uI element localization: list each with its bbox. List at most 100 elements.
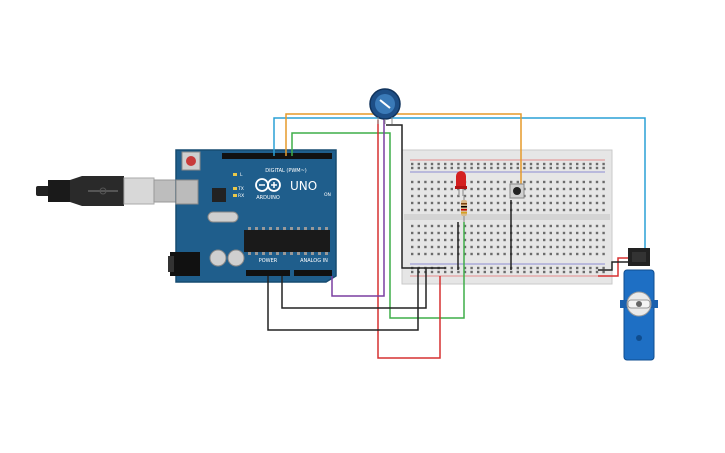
breadboard-hole[interactable]: [595, 238, 599, 242]
breadboard-hole[interactable]: [457, 194, 460, 198]
breadboard-hole[interactable]: [562, 245, 566, 249]
breadboard-hole[interactable]: [523, 252, 526, 256]
breadboard-hole[interactable]: [536, 231, 539, 235]
breadboard-hole[interactable]: [576, 245, 579, 249]
breadboard-hole[interactable]: [523, 270, 526, 274]
breadboard-hole[interactable]: [536, 245, 539, 249]
breadboard-hole[interactable]: [444, 194, 447, 198]
breadboard-hole[interactable]: [463, 266, 467, 270]
breadboard-hole[interactable]: [556, 224, 559, 228]
breadboard-hole[interactable]: [562, 266, 566, 270]
breadboard-hole[interactable]: [529, 252, 533, 256]
breadboard-hole[interactable]: [457, 201, 460, 205]
breadboard-hole[interactable]: [411, 201, 414, 205]
breadboard-hole[interactable]: [470, 245, 473, 249]
breadboard-hole[interactable]: [490, 187, 493, 191]
breadboard-hole[interactable]: [503, 245, 506, 249]
breadboard-hole[interactable]: [569, 166, 572, 170]
breadboard-hole[interactable]: [470, 187, 473, 191]
breadboard-hole[interactable]: [576, 194, 579, 198]
breadboard-hole[interactable]: [536, 224, 539, 228]
breadboard-hole[interactable]: [595, 270, 599, 274]
breadboard-hole[interactable]: [430, 194, 434, 198]
breadboard-hole[interactable]: [582, 231, 585, 235]
breadboard-hole[interactable]: [602, 201, 605, 205]
breadboard-hole[interactable]: [529, 180, 533, 184]
breadboard-hole[interactable]: [516, 166, 519, 170]
breadboard-hole[interactable]: [516, 238, 519, 242]
breadboard-hole[interactable]: [562, 166, 566, 170]
breadboard-hole[interactable]: [424, 252, 427, 256]
breadboard-hole[interactable]: [417, 270, 420, 274]
breadboard-hole[interactable]: [523, 201, 526, 205]
breadboard-hole[interactable]: [536, 201, 539, 205]
breadboard-hole[interactable]: [562, 201, 566, 205]
breadboard-hole[interactable]: [417, 194, 420, 198]
breadboard-hole[interactable]: [529, 194, 533, 198]
breadboard-hole[interactable]: [556, 180, 559, 184]
breadboard-hole[interactable]: [437, 208, 440, 212]
wire-black-3[interactable]: [281, 268, 427, 309]
breadboard-hole[interactable]: [411, 194, 414, 198]
breadboard-hole[interactable]: [490, 208, 493, 212]
pushbutton-cap[interactable]: [513, 187, 521, 195]
breadboard-hole[interactable]: [529, 270, 533, 274]
breadboard-hole[interactable]: [444, 201, 447, 205]
reset-button-cap[interactable]: [186, 156, 196, 166]
breadboard-hole[interactable]: [543, 245, 546, 249]
wires[interactable]: [267, 113, 646, 359]
breadboard-hole[interactable]: [411, 224, 414, 228]
breadboard-hole[interactable]: [582, 270, 585, 274]
breadboard-hole[interactable]: [417, 162, 420, 166]
breadboard-hole[interactable]: [523, 208, 526, 212]
breadboard-hole[interactable]: [536, 194, 539, 198]
servo-motor[interactable]: [620, 248, 658, 361]
breadboard-hole[interactable]: [516, 231, 519, 235]
breadboard-hole[interactable]: [437, 224, 440, 228]
breadboard-hole[interactable]: [549, 201, 552, 205]
breadboard-hole[interactable]: [523, 245, 526, 249]
breadboard-hole[interactable]: [470, 194, 473, 198]
breadboard-hole[interactable]: [556, 270, 559, 274]
breadboard-hole[interactable]: [411, 270, 414, 274]
breadboard-hole[interactable]: [470, 252, 473, 256]
breadboard-hole[interactable]: [463, 224, 467, 228]
breadboard-hole[interactable]: [417, 231, 420, 235]
breadboard-hole[interactable]: [582, 180, 585, 184]
breadboard-hole[interactable]: [549, 187, 552, 191]
breadboard-hole[interactable]: [477, 252, 480, 256]
breadboard-hole[interactable]: [602, 270, 605, 274]
breadboard-hole[interactable]: [490, 270, 493, 274]
breadboard-hole[interactable]: [569, 201, 572, 205]
breadboard-hole[interactable]: [589, 238, 592, 242]
arduino-uno-board[interactable]: DIGITAL (PWM~) POWER ANALOG IN UNO ARDUI…: [168, 149, 337, 283]
breadboard-hole[interactable]: [437, 187, 440, 191]
breadboard-hole[interactable]: [549, 238, 552, 242]
breadboard-hole[interactable]: [582, 252, 585, 256]
breadboard-hole[interactable]: [470, 201, 473, 205]
breadboard-hole[interactable]: [549, 231, 552, 235]
breadboard-hole[interactable]: [503, 194, 506, 198]
breadboard-hole[interactable]: [602, 231, 605, 235]
breadboard-hole[interactable]: [543, 270, 546, 274]
breadboard-hole[interactable]: [576, 231, 579, 235]
breadboard-hole[interactable]: [569, 245, 572, 249]
breadboard-hole[interactable]: [463, 166, 467, 170]
breadboard-hole[interactable]: [516, 162, 519, 166]
breadboard-hole[interactable]: [602, 238, 605, 242]
breadboard-hole[interactable]: [589, 208, 592, 212]
breadboard-hole[interactable]: [444, 162, 447, 166]
breadboard-hole[interactable]: [444, 252, 447, 256]
breadboard-hole[interactable]: [477, 224, 480, 228]
breadboard-hole[interactable]: [576, 238, 579, 242]
breadboard-hole[interactable]: [556, 194, 559, 198]
breadboard-hole[interactable]: [589, 180, 592, 184]
breadboard-hole[interactable]: [424, 166, 427, 170]
digital-header[interactable]: [222, 153, 332, 159]
breadboard-hole[interactable]: [490, 180, 493, 184]
breadboard-hole[interactable]: [589, 231, 592, 235]
breadboard-hole[interactable]: [477, 187, 480, 191]
breadboard-hole[interactable]: [510, 162, 513, 166]
breadboard-hole[interactable]: [496, 270, 500, 274]
breadboard-hole[interactable]: [543, 162, 546, 166]
